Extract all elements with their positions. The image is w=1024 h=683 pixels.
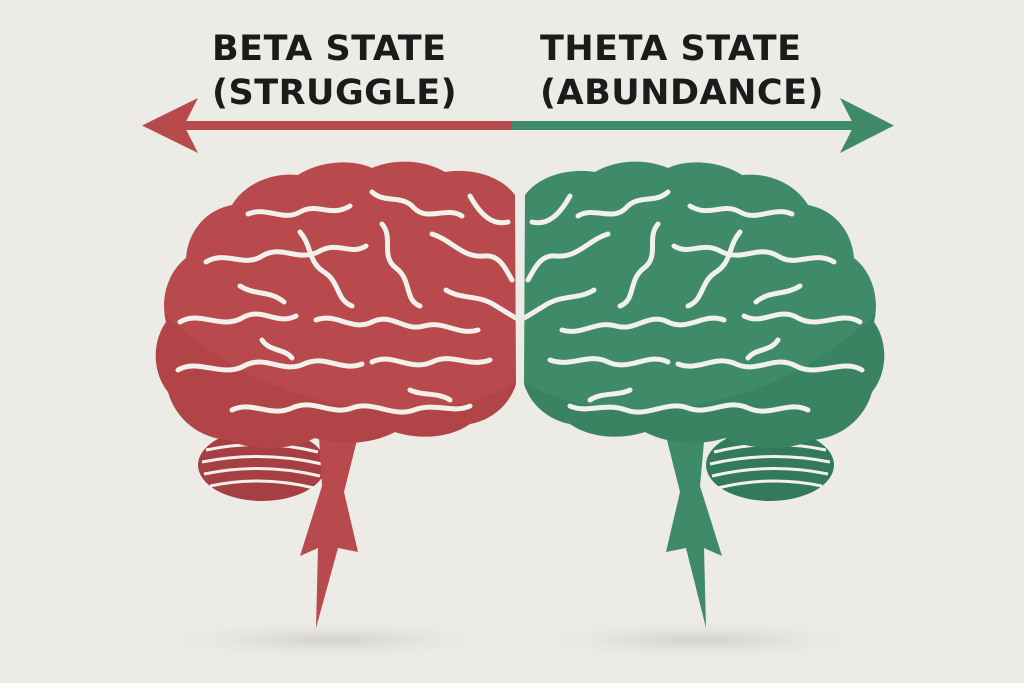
theta-state-title: THETA STATE: [540, 29, 802, 69]
arrow-left-shaft: [168, 121, 512, 130]
cerebrum-right: [524, 161, 885, 449]
double-arrow: [142, 98, 894, 153]
theta-state-label: THETA STATE (ABUNDANCE): [540, 27, 824, 115]
beta-state-label: BETA STATE (STRUGGLE): [212, 27, 457, 115]
brain-right-theta: [524, 161, 885, 628]
arrow-right-head-icon: [840, 98, 894, 153]
floor-shadow-right: [510, 618, 890, 662]
floor-shadow-left: [140, 618, 520, 662]
beta-state-subtitle: (STRUGGLE): [212, 73, 458, 113]
cerebrum-left: [155, 161, 516, 449]
arrow-right-shaft: [512, 121, 856, 130]
brainstem-left: [300, 420, 362, 628]
arrow-left-head-icon: [142, 98, 198, 153]
beta-state-title: BETA STATE: [212, 29, 447, 69]
theta-state-subtitle: (ABUNDANCE): [540, 73, 824, 113]
brainstem-right: [662, 420, 722, 628]
brain-left-beta: [155, 161, 516, 628]
